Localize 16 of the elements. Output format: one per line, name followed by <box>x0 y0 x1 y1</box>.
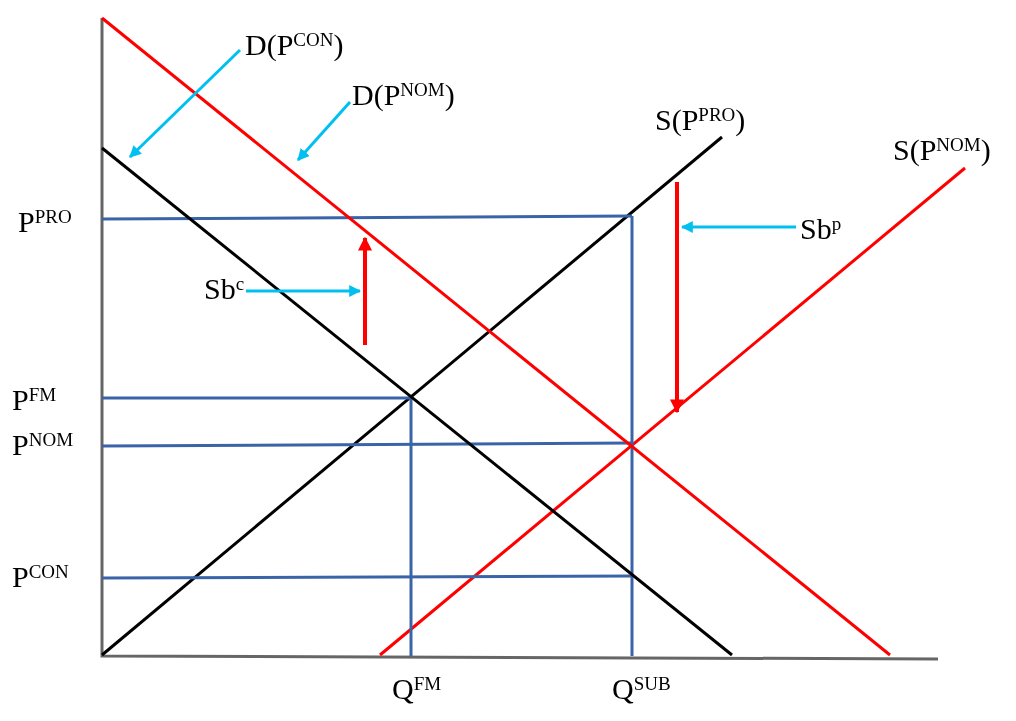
price-label: P$^{FM}$ <box>12 383 57 417</box>
price-label: P$^{NOM}$ <box>12 428 74 462</box>
curve-label: D(P$^{NOM}$) <box>352 78 455 112</box>
leader-arrow <box>296 101 352 161</box>
curve-label: S(P$^{PRO}$) <box>655 103 746 137</box>
leader-arrow <box>680 221 796 233</box>
quantity-label: Q$^{FM}$ <box>392 672 442 706</box>
quantity-label: Q$^{SUB}$ <box>612 672 671 706</box>
curve-label: S(P$^{NOM}$) <box>893 133 991 167</box>
leader-arrow <box>128 48 242 159</box>
curve-label: D(P$^{CON}$) <box>245 28 344 62</box>
leader-arrow <box>246 285 362 297</box>
price-label: P$^{CON}$ <box>12 560 69 594</box>
price-label: P$^{PRO}$ <box>18 205 72 239</box>
curve-label: Sb$^{c}$ <box>204 272 245 306</box>
curve-label: Sb$^{p}$ <box>800 212 842 246</box>
